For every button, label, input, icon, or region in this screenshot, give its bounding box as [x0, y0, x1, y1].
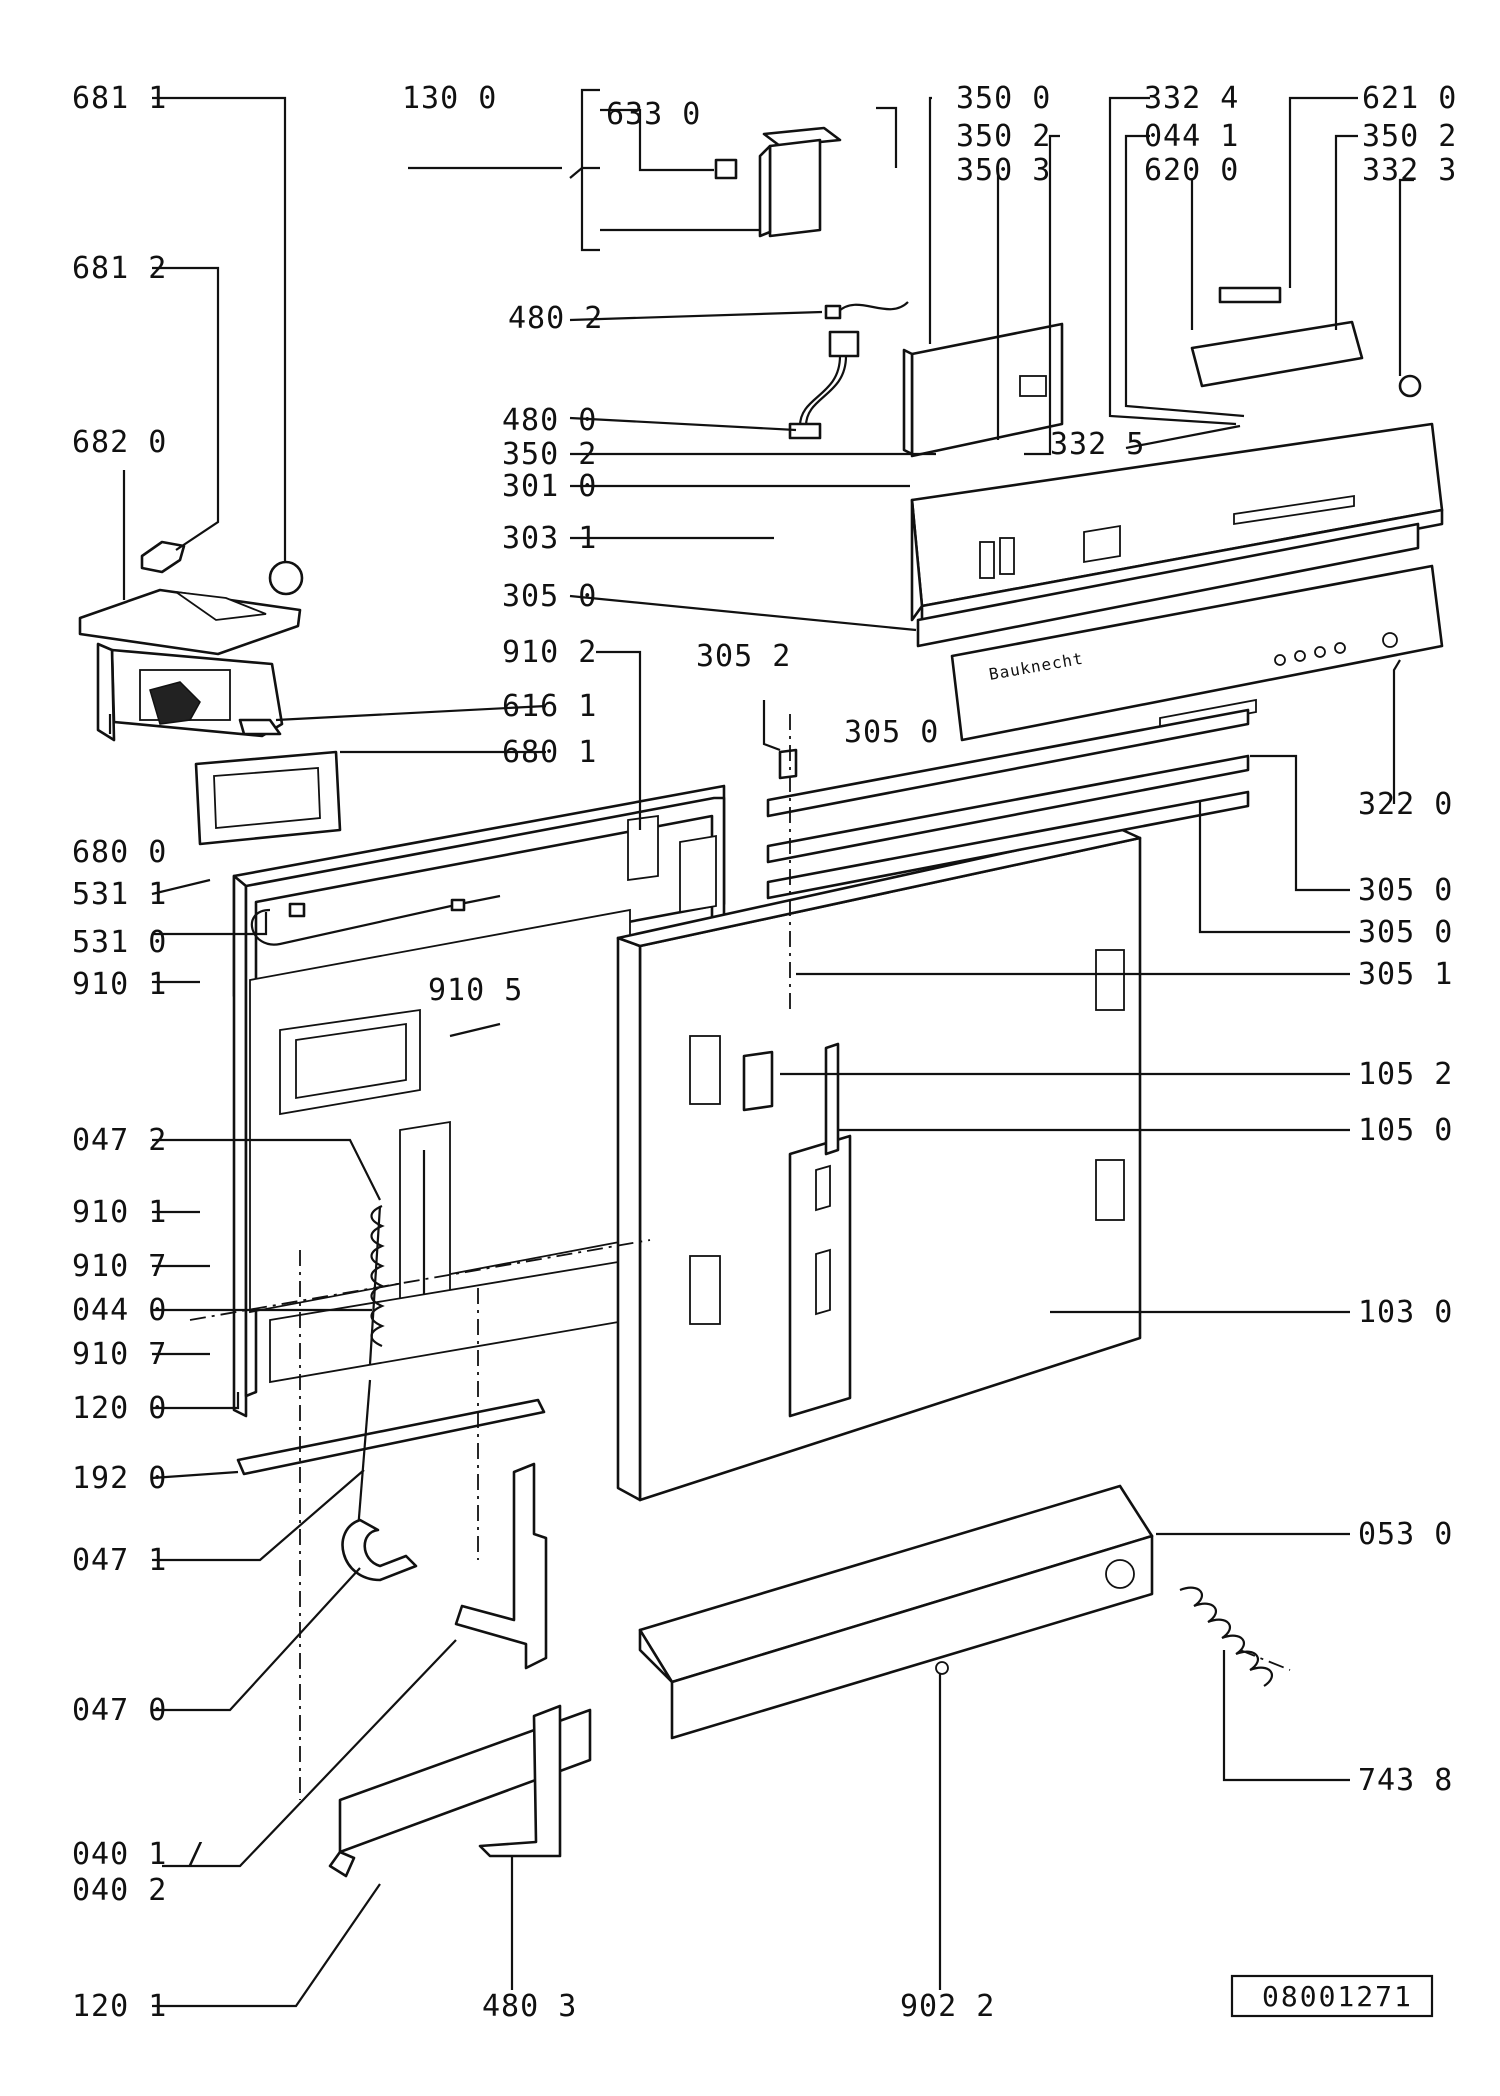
- harness-part: [788, 330, 860, 440]
- kick-plate-part: [638, 1484, 1154, 1740]
- label-680-1: 680 1: [502, 735, 597, 770]
- label-350-2: 350 2: [502, 437, 597, 472]
- label-682-0: 682 0: [72, 425, 167, 460]
- lower-bracket-part: [328, 1708, 592, 1878]
- label-130-0: 130 0: [402, 81, 497, 116]
- label-322-0: 322 0: [1358, 787, 1453, 822]
- label-332-5: 332 5: [1050, 427, 1145, 462]
- label-910-1-b: 910 1: [72, 1195, 167, 1230]
- latch-part: [238, 718, 282, 736]
- guide-line: [189, 1239, 651, 1321]
- label-103-0: 103 0: [1358, 1295, 1453, 1330]
- label-350-2-b: 350 2: [956, 119, 1051, 154]
- label-902-2: 902 2: [900, 1989, 995, 2024]
- connector-part: [824, 304, 842, 320]
- label-305-0-d: 305 0: [1358, 915, 1453, 950]
- label-305-0-b: 305 0: [844, 715, 939, 750]
- label-681-1: 681 1: [72, 81, 167, 116]
- clip-part: [140, 540, 186, 574]
- label-531-1: 531 1: [72, 877, 167, 912]
- label-910-7: 910 7: [72, 1249, 167, 1284]
- gasket-frame-part: [194, 750, 342, 846]
- rod-part: [356, 1379, 372, 1531]
- screw-part: [935, 1661, 949, 1675]
- part-labels: 681 1 130 0 633 0 681 2 682 0 680 0 531 …: [72, 81, 1457, 2024]
- label-910-7-b: 910 7: [72, 1337, 167, 1372]
- label-301-0: 301 0: [502, 469, 597, 504]
- label-040-2: 040 2: [72, 1873, 167, 1908]
- outer-door-panel-part: [616, 826, 1142, 1502]
- label-633-0: 633 0: [606, 97, 701, 132]
- label-105-0: 105 0: [1358, 1113, 1453, 1148]
- label-044-1: 044 1: [1144, 119, 1239, 154]
- label-350-2-c: 350 2: [1362, 119, 1457, 154]
- cap-part: [1398, 374, 1422, 398]
- leader-lines: [108, 88, 1414, 2008]
- label-332-3: 332 3: [1362, 153, 1457, 188]
- reference-number-box: 08001271: [1230, 1974, 1434, 2018]
- profile-strips-part: [766, 708, 1250, 900]
- label-040-1: 040 1 /: [72, 1837, 205, 1872]
- hinge-bracket-part: [454, 1462, 548, 1670]
- label-350-0: 350 0: [956, 81, 1051, 116]
- bracket-part: [742, 1050, 774, 1112]
- foot-part: [478, 1704, 562, 1858]
- inner-door-panel-part: [232, 784, 726, 1418]
- label-910-1: 910 1: [72, 967, 167, 1002]
- label-047-1: 047 1: [72, 1543, 167, 1578]
- detergent-dispenser-part: [78, 588, 302, 742]
- label-192-0: 192 0: [72, 1461, 167, 1496]
- knob-part: [268, 560, 304, 596]
- door-spring-part: [368, 1204, 385, 1365]
- connector-part: [288, 902, 306, 918]
- label-480-0: 480 0: [502, 403, 597, 438]
- label-120-0: 120 0: [72, 1391, 167, 1426]
- label-303-1: 303 1: [502, 521, 597, 556]
- label-047-0: 047 0: [72, 1693, 167, 1728]
- label-305-0: 305 0: [502, 579, 597, 614]
- hinge-hook-part: [341, 1518, 418, 1582]
- switch-assembly-part: [714, 126, 842, 238]
- label-910-5: 910 5: [428, 973, 523, 1008]
- label-910-2: 910 2: [502, 635, 597, 670]
- panel-trim-part: [916, 522, 1420, 648]
- label-616-1: 616 1: [502, 689, 597, 724]
- programmer-module-part: [1190, 286, 1364, 388]
- label-305-2: 305 2: [696, 639, 791, 674]
- reference-number: 08001271: [1262, 1980, 1413, 2013]
- coil-spring-part: [1179, 1586, 1291, 1687]
- label-047-2: 047 2: [72, 1123, 167, 1158]
- label-105-2: 105 2: [1358, 1057, 1453, 1092]
- label-620-0: 620 0: [1144, 153, 1239, 188]
- label-305-1: 305 1: [1358, 957, 1453, 992]
- label-681-2: 681 2: [72, 251, 167, 286]
- label-680-0: 680 0: [72, 835, 167, 870]
- label-621-0: 621 0: [1362, 81, 1457, 116]
- control-module-part: [902, 322, 1064, 458]
- fastener-part: [778, 748, 798, 780]
- label-480-2: 480 2: [508, 301, 603, 336]
- label-053-0: 053 0: [1358, 1517, 1453, 1552]
- label-120-1: 120 1: [72, 1989, 167, 2024]
- label-332-4: 332 4: [1144, 81, 1239, 116]
- label-480-3: 480 3: [482, 1989, 577, 2024]
- label-044-0: 044 0: [72, 1293, 167, 1328]
- label-743-8: 743 8: [1358, 1763, 1453, 1798]
- label-305-0-c: 305 0: [1358, 873, 1453, 908]
- label-531-0: 531 0: [72, 925, 167, 960]
- wire-harness-part: [837, 301, 909, 313]
- label-350-3: 350 3: [956, 153, 1051, 188]
- strip-part: [236, 1398, 546, 1476]
- connector-part: [450, 898, 466, 912]
